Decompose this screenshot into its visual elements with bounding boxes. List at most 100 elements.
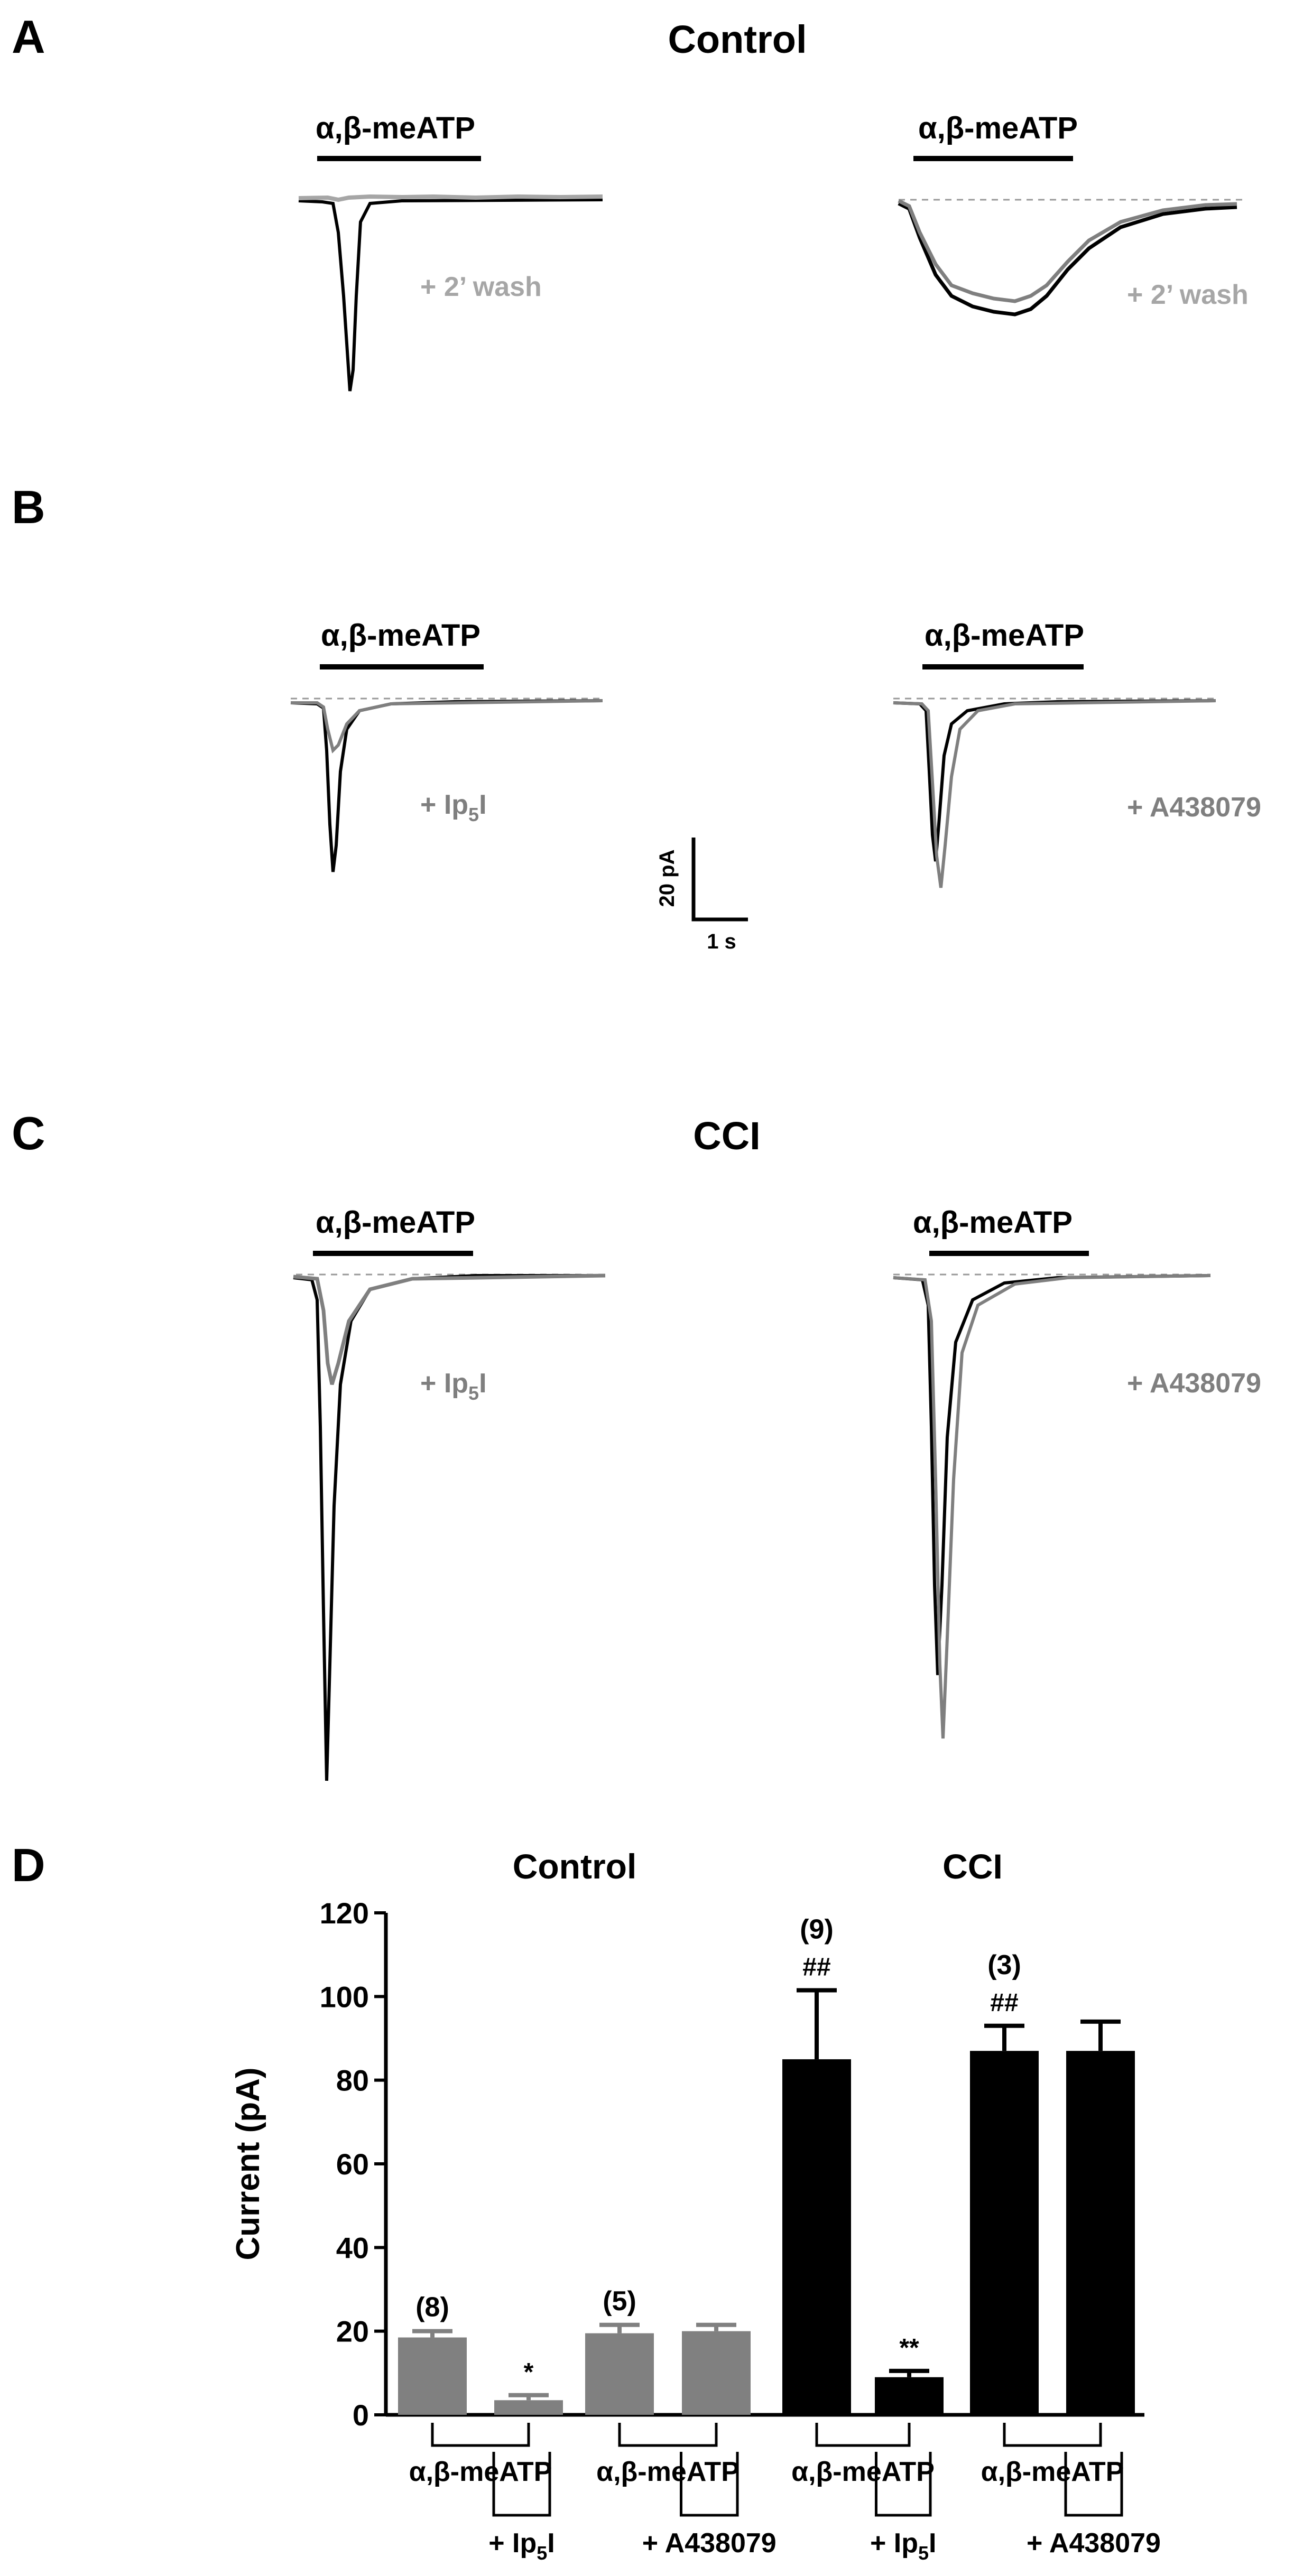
trace-label: + 2’ wash <box>1127 280 1249 310</box>
significance-label: ** <box>899 2334 919 2362</box>
trace-drug <box>893 1274 1211 1739</box>
bar-rect <box>970 2051 1039 2415</box>
drug-label-pre: + A438079 <box>642 2528 777 2559</box>
panel-letter-b: B <box>12 481 45 533</box>
agonist-label: α,β-meATP <box>321 618 480 653</box>
agonist-label: α,β-meATP <box>409 2457 552 2487</box>
n-label: (9) <box>800 1914 834 1945</box>
drug-bracket <box>680 2452 739 2517</box>
condition-4: α,β-meATP + A438079 <box>981 2423 1161 2559</box>
agonist-label: α,β-meATP <box>596 2457 740 2487</box>
panel-c: C CCI α,β-meATP + Ip5I α,β-meATP + A4380… <box>12 1107 1261 1781</box>
condition-3: α,β-meATP + Ip5I <box>791 2423 937 2564</box>
drug-bracket <box>875 2452 932 2517</box>
drug-bracket <box>492 2452 551 2517</box>
scale-bar-y-label: 20 pA <box>655 850 679 907</box>
panel-c-title: CCI <box>693 1114 760 1158</box>
panel-a-title: Control <box>668 17 807 61</box>
bar-rect <box>1066 2051 1135 2415</box>
y-tick-label: 120 <box>320 1896 369 1930</box>
trace-agonist <box>893 1274 1211 1676</box>
panel-b-left-trace: α,β-meATP + Ip5I <box>290 618 603 872</box>
agonist-label: α,β-meATP <box>316 1205 475 1240</box>
drug-label-post: I <box>547 2528 554 2559</box>
agonist-label: α,β-meATP <box>791 2457 935 2487</box>
bar-3: (5) <box>585 2286 654 2415</box>
label-pre: + Ip <box>420 1368 468 1399</box>
label-sub: 5 <box>468 804 479 825</box>
trace-agonist <box>893 699 1216 862</box>
trace-label: + Ip5I <box>420 789 487 825</box>
bar-4 <box>682 2322 751 2415</box>
trace-agonist <box>290 699 603 872</box>
bar-rect <box>398 2337 467 2415</box>
trace-wash <box>898 199 1237 303</box>
significance-label: ## <box>990 1989 1018 2017</box>
significance-label: * <box>524 2358 534 2386</box>
bar-rect <box>782 2059 851 2415</box>
agonist-bracket <box>618 2423 718 2447</box>
drug-label-pre: + Ip <box>870 2528 918 2559</box>
label-post: I <box>479 1368 486 1399</box>
agonist-label: α,β-meATP <box>981 2457 1124 2487</box>
drug-label: + Ip5I <box>488 2528 555 2564</box>
bar-7: ## (3) <box>970 1950 1039 2415</box>
significance-label: ## <box>802 1953 830 1981</box>
bar-rect <box>682 2331 751 2415</box>
bar-rect <box>875 2377 944 2415</box>
panel-a: A Control α,β-meATP + 2’ wash α,β-meATP … <box>12 11 1249 392</box>
y-axis-label: Current (pA) <box>230 2067 266 2260</box>
label-pre: + Ip <box>420 789 468 820</box>
agonist-bracket <box>1003 2423 1102 2447</box>
trace-agonist <box>898 201 1237 317</box>
agonist-label: α,β-meATP <box>316 111 475 145</box>
drug-label: + Ip5I <box>870 2528 937 2564</box>
scale-bar-lines <box>691 838 748 922</box>
trace-label: + A438079 <box>1127 1368 1261 1399</box>
label-sub: 5 <box>468 1382 479 1404</box>
panel-letter-c: C <box>12 1107 45 1159</box>
panel-c-left-trace: α,β-meATP + Ip5I <box>293 1205 606 1781</box>
drug-label: + A438079 <box>642 2528 777 2559</box>
drug-label-sub: 5 <box>537 2542 547 2564</box>
panel-b: B α,β-meATP + Ip5I α,β-meATP + A438079 2… <box>12 481 1261 953</box>
trace-label: + Ip5I <box>420 1368 487 1404</box>
bar-rect <box>585 2333 654 2415</box>
condition-2: α,β-meATP + A438079 <box>596 2423 777 2559</box>
n-label: (5) <box>603 2286 636 2317</box>
trace-drug <box>291 699 603 754</box>
panel-a-left-trace: α,β-meATP + 2’ wash <box>298 111 603 392</box>
condition-1: α,β-meATP + Ip5I <box>409 2423 555 2564</box>
y-tick-label: 20 <box>336 2315 369 2348</box>
panel-a-right-trace: α,β-meATP + 2’ wash <box>898 111 1249 317</box>
group-title: Control <box>513 1847 637 1886</box>
bar-1: (8) <box>398 2292 467 2415</box>
y-tick-label: 0 <box>353 2398 369 2432</box>
panel-letter-a: A <box>12 11 45 63</box>
trace-drug <box>293 1273 606 1385</box>
trace-drug <box>893 699 1216 888</box>
bar-8 <box>1066 2019 1135 2415</box>
drug-label-pre: + A438079 <box>1027 2528 1161 2559</box>
y-tick-label: 100 <box>320 1980 369 2013</box>
agonist-label: α,β-meATP <box>918 111 1078 145</box>
trace-agonist <box>298 198 603 392</box>
bar-rect <box>494 2400 563 2415</box>
drug-bracket <box>1064 2452 1123 2517</box>
panel-letter-d: D <box>12 1839 45 1891</box>
agonist-bracket <box>431 2423 530 2447</box>
drug-label-post: I <box>929 2528 936 2559</box>
panel-b-right-trace: α,β-meATP + A438079 <box>893 618 1261 888</box>
n-label: (3) <box>987 1950 1021 1980</box>
scale-bar-x-label: 1 s <box>707 930 736 953</box>
agonist-bracket <box>815 2423 911 2447</box>
drug-label: + A438079 <box>1027 2528 1161 2559</box>
trace-wash <box>298 194 603 202</box>
group-title: CCI <box>942 1847 1003 1886</box>
agonist-label: α,β-meATP <box>925 618 1084 653</box>
n-label: (8) <box>415 2292 449 2323</box>
label-post: I <box>479 789 486 820</box>
